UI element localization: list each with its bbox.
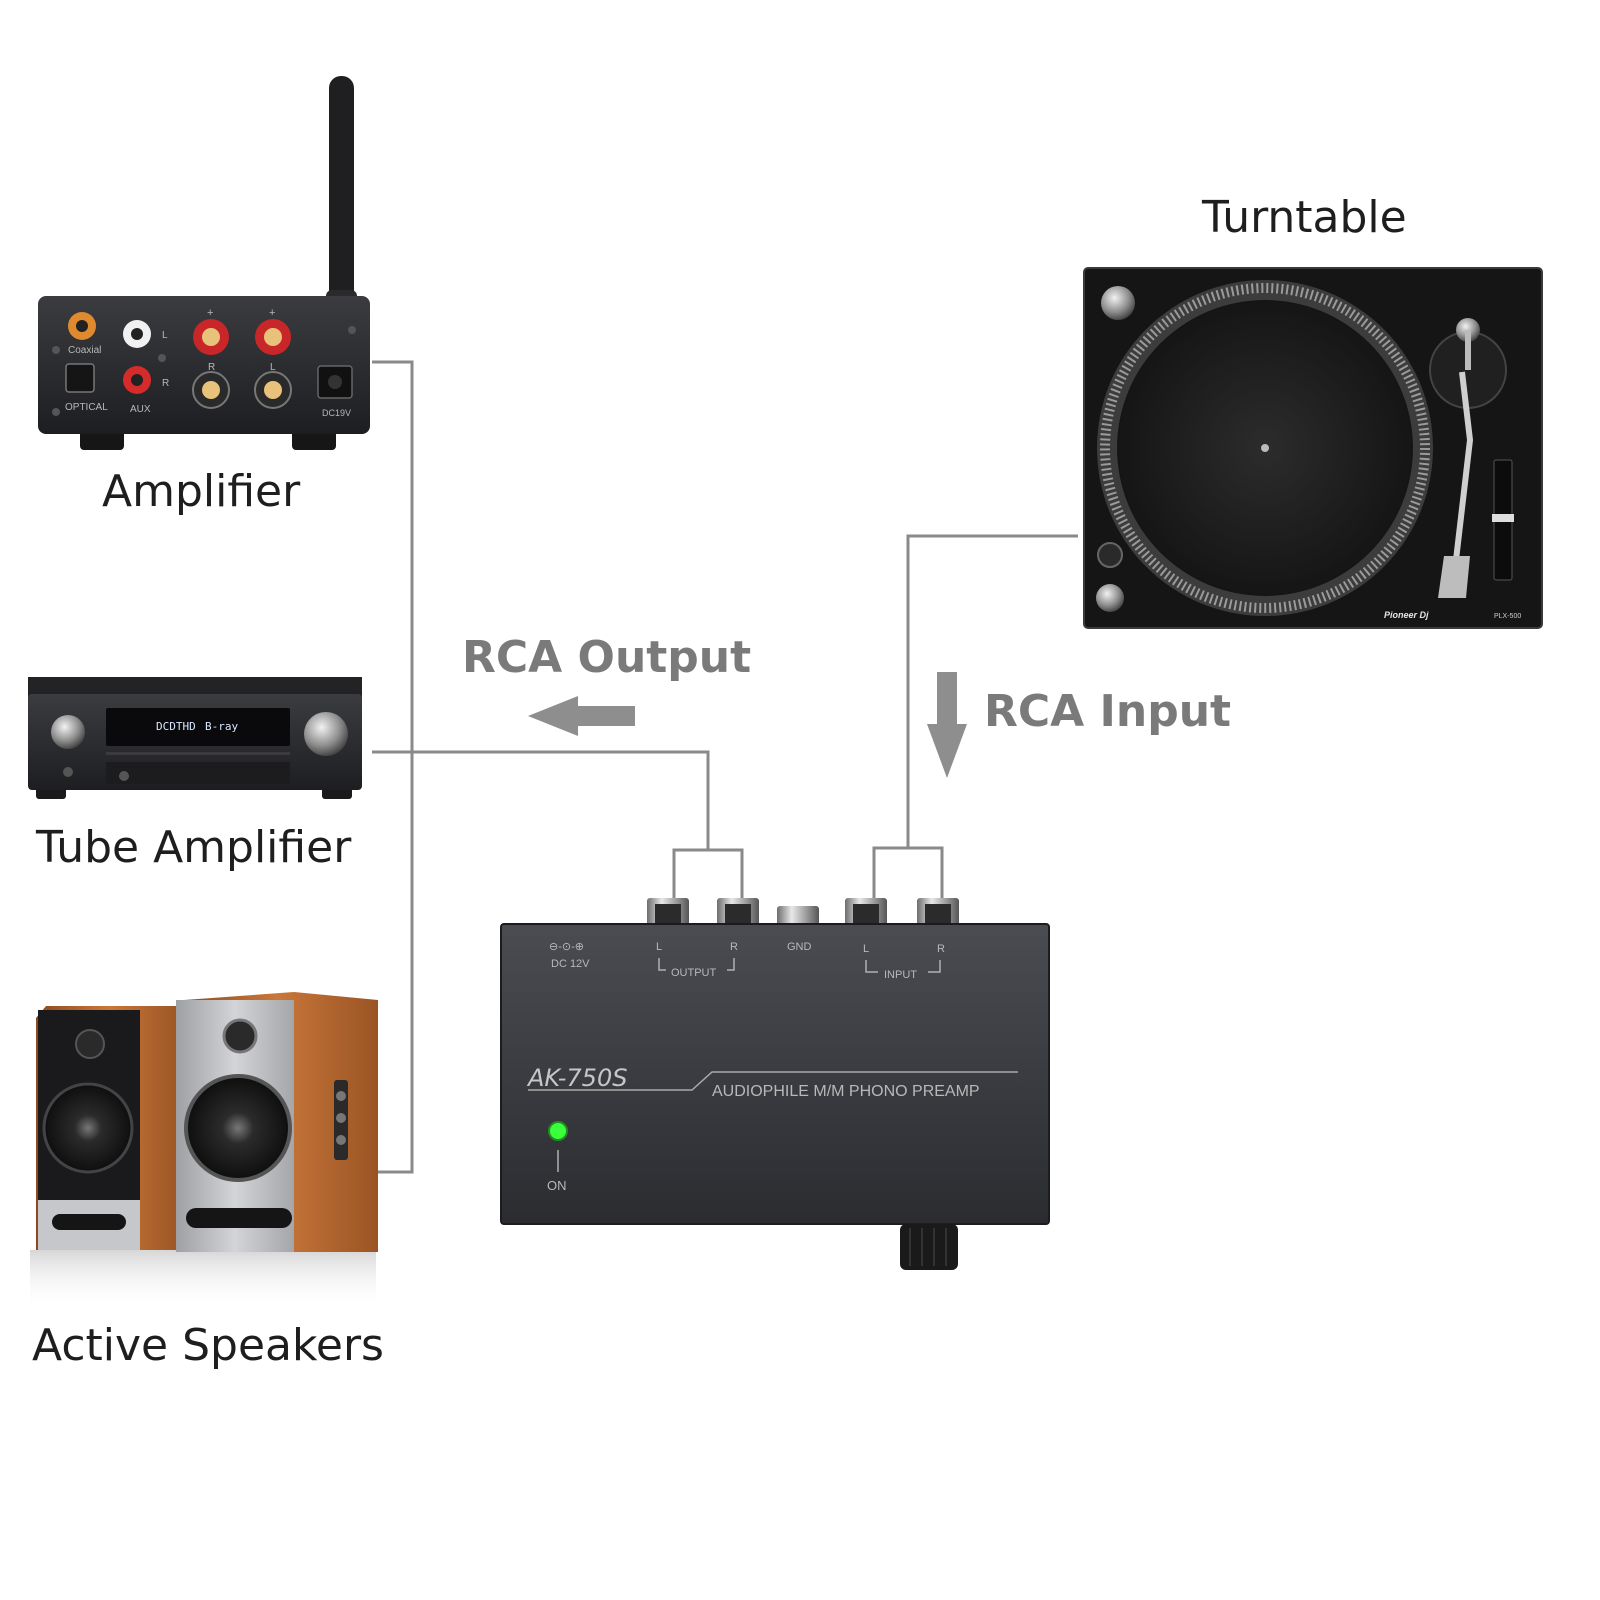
start-stop-button-icon [1101, 286, 1135, 320]
amplifier-device: Coaxial OPTICAL L R AUX + + R L DC19V [38, 76, 370, 450]
terminal-l-label: L [270, 362, 276, 373]
output-l-label: L [656, 941, 662, 953]
output-label: OUTPUT [671, 967, 717, 979]
speed-button-icon [1096, 584, 1124, 612]
rca-input-arrow [927, 672, 967, 778]
tonearm-icon [1429, 318, 1507, 598]
speaker-terminals [192, 319, 292, 409]
input-left-jack-icon [845, 898, 887, 926]
optical-port-icon [65, 363, 95, 393]
plus-right-label: + [269, 307, 275, 319]
preamp-description: AUDIOPHILE M/M PHONO PREAMP [712, 1083, 980, 1100]
active-speakers-device [30, 992, 378, 1310]
volume-knob-right-icon [304, 712, 348, 756]
cables [372, 360, 1078, 1174]
amplifier-label: Amplifier [102, 466, 301, 517]
input-r-label: R [937, 943, 945, 955]
gnd-label: GND [787, 941, 812, 953]
preamp-dc-label: DC 12V [551, 958, 590, 970]
volume-knob-left-icon [51, 715, 85, 749]
dc19v-label: DC19V [322, 408, 351, 418]
rca-output-arrow [528, 696, 635, 736]
coaxial-label: Coaxial [68, 345, 101, 356]
turntable-brand: Pioneer Dj [1384, 610, 1429, 620]
turntable-input-cable [906, 534, 1078, 848]
terminal-r-label: R [208, 362, 215, 373]
aux-label: AUX [130, 404, 151, 415]
preamp-model: AK-750S [526, 1064, 627, 1092]
tube-amplifier-device: DCDTHD B-ray [28, 677, 362, 799]
gain-knob-icon [900, 1224, 958, 1270]
dc-polarity-icon: ⊖-⊙-⊕ [549, 941, 584, 953]
aux-l-label: L [162, 330, 168, 341]
plus-left-label: + [207, 307, 213, 319]
gnd-terminal-icon [777, 906, 819, 928]
receiver-display [106, 708, 290, 746]
display-left-text: DCDTHD [156, 720, 196, 733]
output-right-jack-icon [717, 898, 759, 926]
rca-input-label: RCA Input [984, 686, 1231, 737]
power-led-icon [548, 1121, 568, 1141]
right-tweeter-icon [222, 1018, 258, 1054]
phono-preamp-device: DC 12V ⊖-⊙-⊕ L R OUTPUT GND L R INPUT AK… [500, 898, 1050, 1270]
output-split-cable [672, 848, 744, 898]
antenna-icon [329, 76, 354, 358]
output-left-jack-icon [647, 898, 689, 926]
output-r-label: R [730, 941, 738, 953]
left-woofer-icon [42, 1082, 134, 1174]
tube-amplifier-label: Tube Amplifier [35, 822, 352, 873]
input-split-cable [872, 846, 944, 898]
on-label: ON [547, 1178, 567, 1193]
left-tweeter-icon [75, 1029, 105, 1059]
optical-label: OPTICAL [65, 402, 108, 413]
input-label: INPUT [884, 969, 917, 981]
input-l-label: L [863, 943, 869, 955]
aux-r-label: R [162, 378, 169, 389]
rca-output-label: RCA Output [462, 632, 751, 683]
display-right-text: B-ray [205, 720, 238, 733]
turntable-label: Turntable [1201, 192, 1407, 243]
active-speakers-label: Active Speakers [32, 1320, 384, 1371]
receiver-output-cable [372, 750, 710, 850]
turntable-device: Pioneer Dj PLX-500 [1083, 267, 1543, 629]
input-right-jack-icon [917, 898, 959, 926]
amplifier-cable [372, 360, 414, 1174]
right-woofer-icon [184, 1074, 292, 1182]
turntable-model: PLX-500 [1494, 613, 1521, 620]
